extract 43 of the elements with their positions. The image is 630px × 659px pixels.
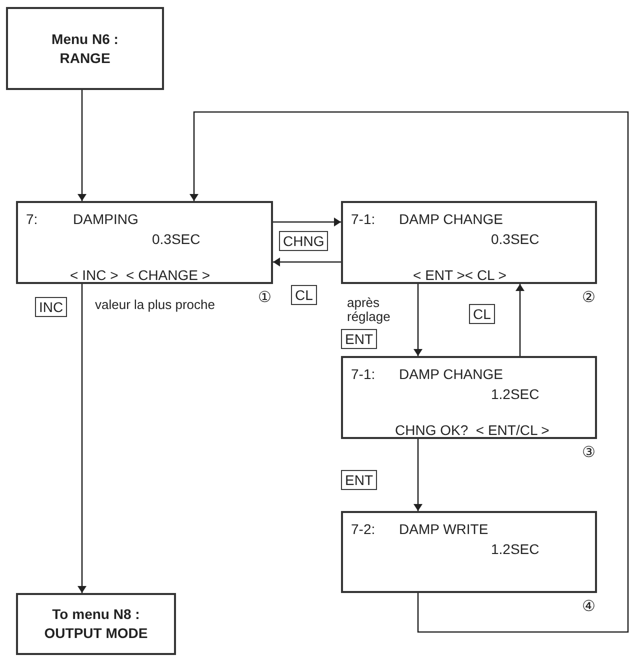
display-text: DAMPING: [73, 211, 138, 227]
display-text: 0.3SEC: [152, 231, 200, 247]
arrow: [516, 284, 524, 356]
key-label: CHNG: [279, 231, 328, 251]
display-text: 7-2:: [351, 521, 376, 537]
key-label: ENT: [341, 329, 377, 349]
menu-title: To menu N8 : OUTPUT MODE: [43, 605, 149, 643]
display-screen-box: [341, 356, 597, 439]
display-text: 7-1:: [351, 211, 376, 227]
display-text: 0.3SEC: [491, 231, 540, 247]
menu-box: [16, 593, 176, 655]
step-number: ①: [258, 288, 271, 306]
arrow: [414, 284, 422, 356]
key-label: CL: [291, 285, 317, 305]
note-text: après réglage: [347, 296, 392, 324]
menu-title: Menu N6 : RANGE: [50, 30, 120, 68]
display-text: 7:: [26, 211, 38, 227]
step-number: ④: [582, 597, 595, 615]
menu-box: [6, 7, 164, 90]
arrow: [273, 258, 341, 266]
display-screen-box: [341, 511, 597, 593]
display-screen-box: [341, 201, 597, 284]
display-screen-box: [16, 201, 273, 284]
step-number: ②: [582, 288, 595, 306]
arrow: [273, 218, 341, 226]
display-text: DAMP CHANGE: [399, 211, 503, 227]
display-text: < ENT >< CL >: [413, 267, 506, 283]
display-text: DAMP WRITE: [399, 521, 488, 537]
note-text: valeur la plus proche: [95, 298, 216, 312]
key-label: ENT: [341, 470, 377, 490]
step-number: ③: [582, 443, 595, 461]
key-label: CL: [469, 304, 495, 324]
display-text: < INC > < CHANGE >: [70, 267, 210, 283]
key-label: INC: [35, 297, 68, 317]
display-text: 1.2SEC: [491, 386, 540, 402]
arrow: [78, 90, 86, 201]
display-text: CHNG OK? < ENT/CL >: [395, 422, 550, 438]
arrow: [78, 284, 86, 593]
display-text: DAMP CHANGE: [399, 366, 503, 382]
display-text: 7-1:: [351, 366, 376, 382]
display-text: 1.2SEC: [491, 541, 540, 557]
arrow: [414, 439, 422, 511]
arrow: [190, 111, 629, 633]
